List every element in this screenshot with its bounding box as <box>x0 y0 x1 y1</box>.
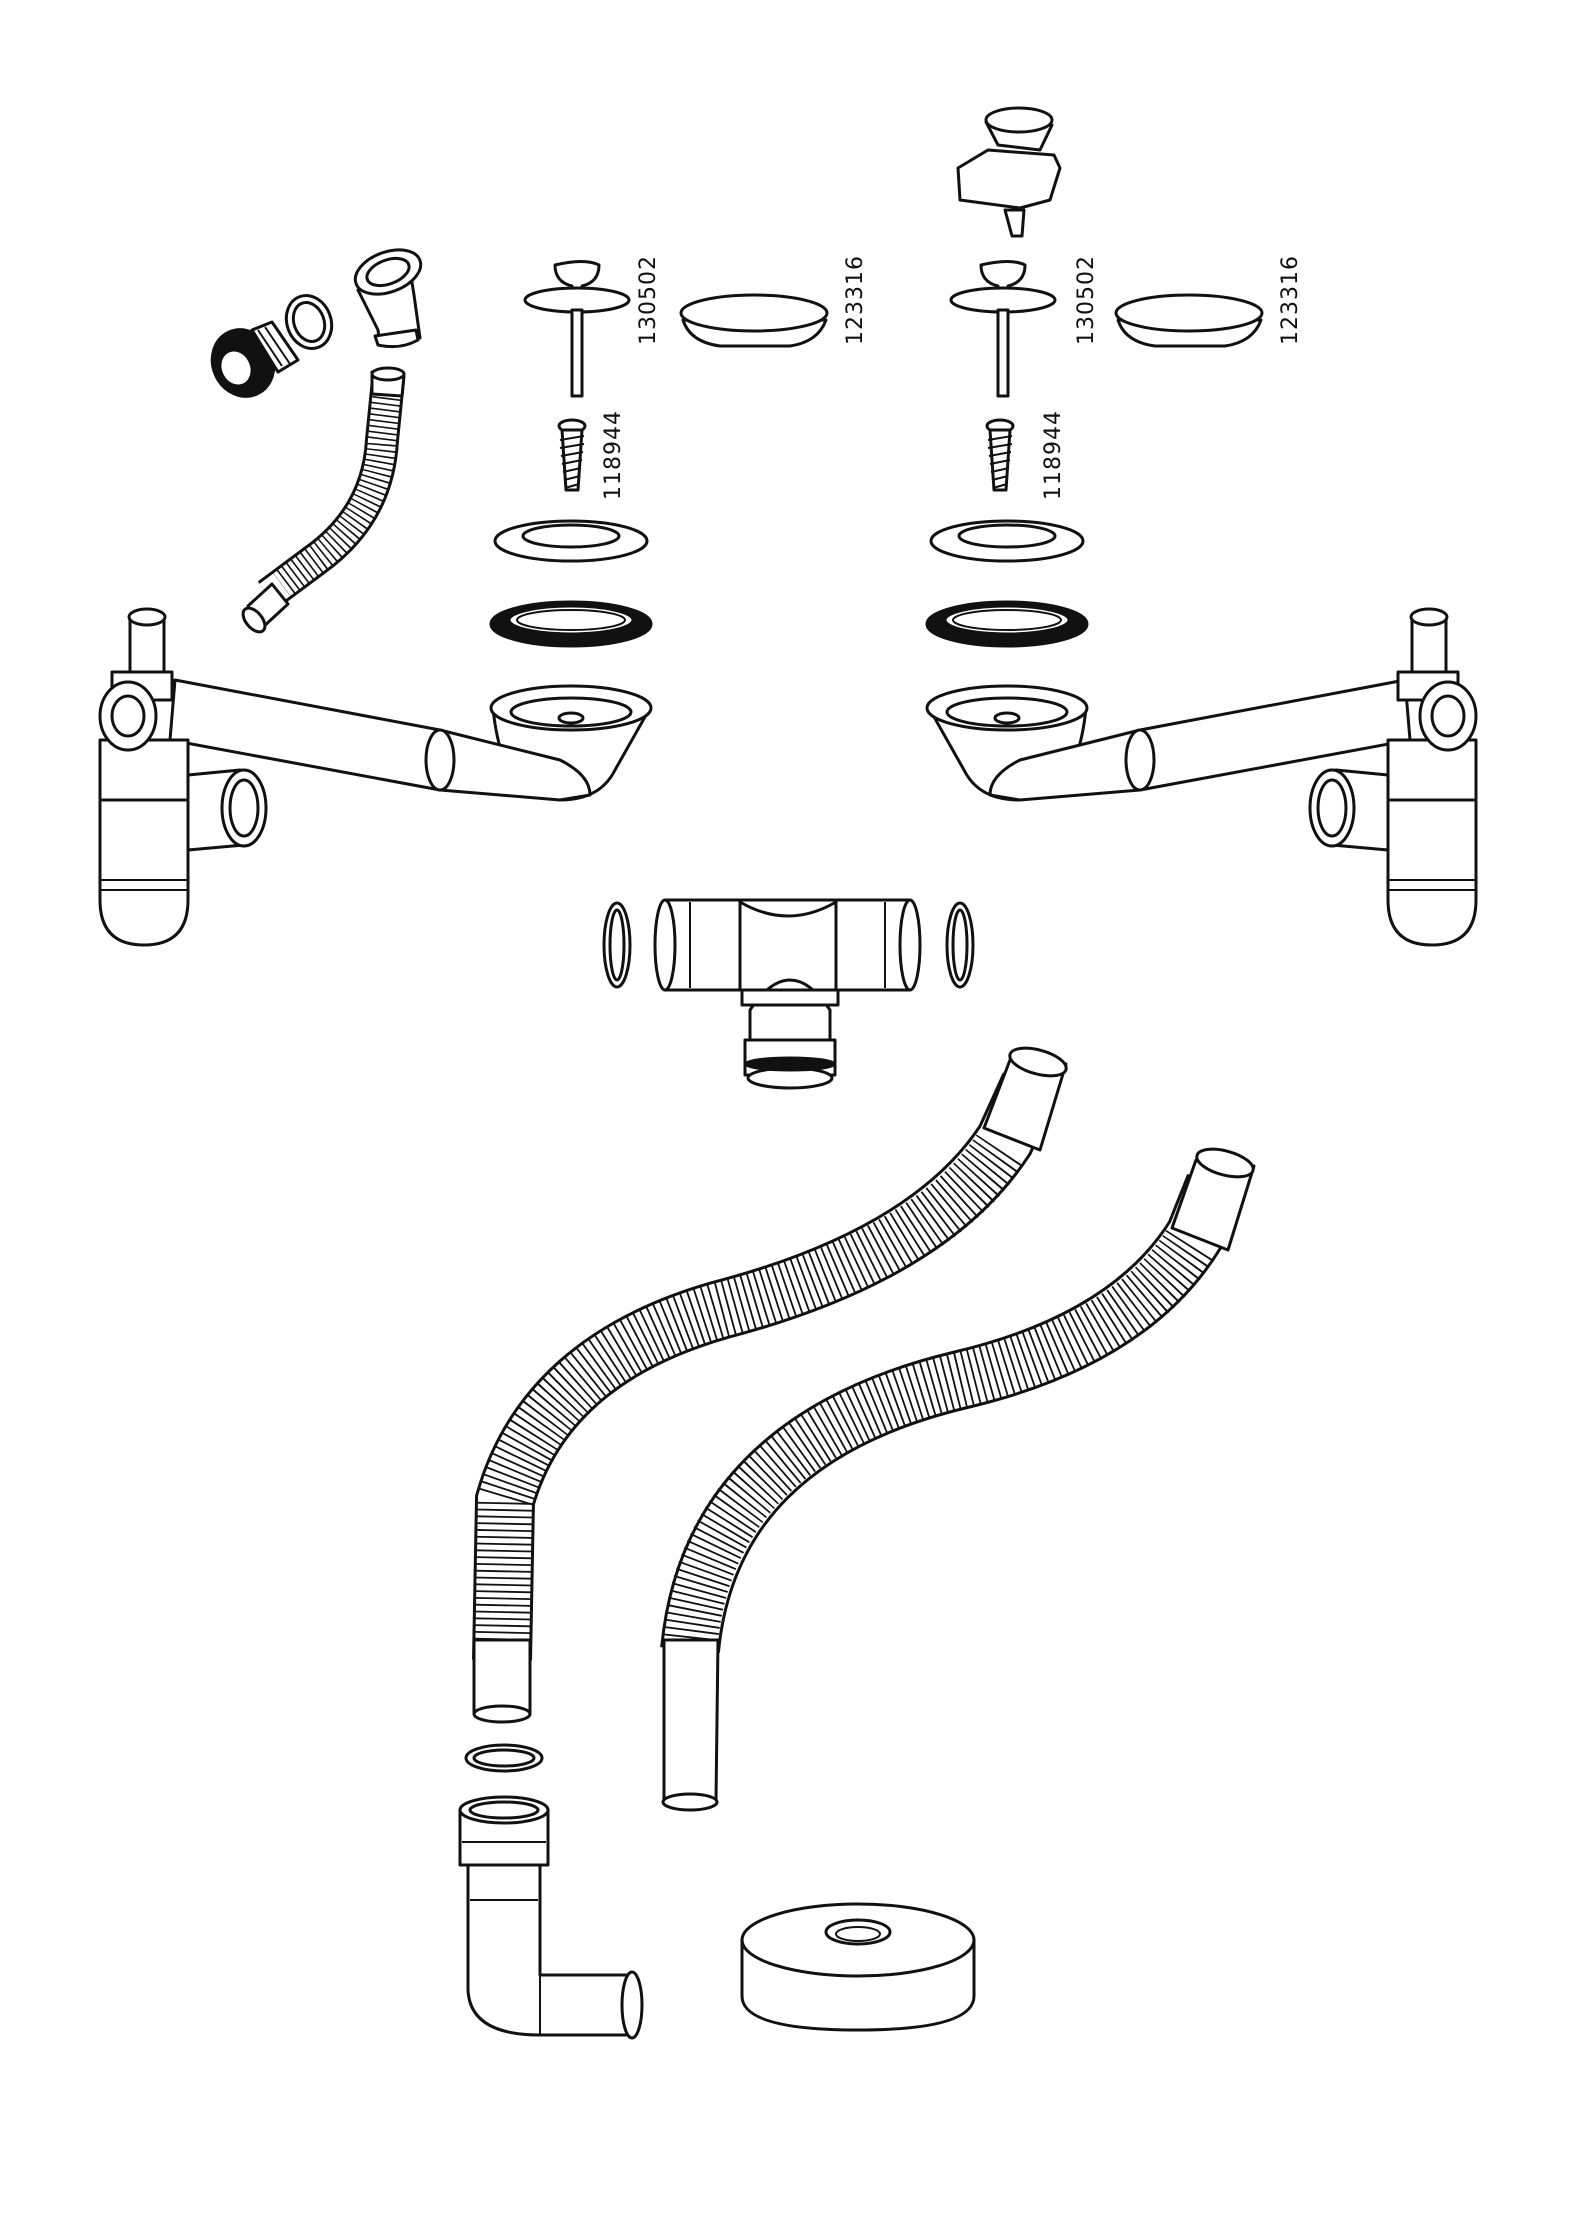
left-small-flex-hose <box>239 368 404 636</box>
left-cap <box>681 295 827 346</box>
left-elbow-fitting <box>349 242 427 347</box>
right-gasket <box>927 602 1087 646</box>
left-plug-stem <box>525 262 629 397</box>
left-cap-part-number: 123316 <box>843 255 868 345</box>
left-flange <box>495 521 647 561</box>
left-plug-stem-part-number: 130502 <box>636 255 661 345</box>
right-screw <box>987 420 1013 490</box>
left-gasket <box>491 602 651 646</box>
left-trap-body <box>100 609 266 945</box>
tee-connector <box>655 900 920 1088</box>
right-tee-o-ring <box>947 903 973 987</box>
bottom-elbow <box>460 1797 642 2038</box>
right-long-flex-hose <box>663 1144 1256 1810</box>
bottom-o-ring <box>466 1745 542 1771</box>
right-flange <box>931 521 1083 561</box>
right-pop-up-key <box>958 108 1060 236</box>
right-cap <box>1116 295 1262 346</box>
left-tee-o-ring <box>604 903 630 987</box>
left-screw <box>559 420 585 490</box>
left-threaded-nut <box>201 320 298 407</box>
right-plug-stem <box>951 262 1055 397</box>
right-trap-body <box>1310 609 1476 945</box>
right-cap-part-number: 123316 <box>1278 255 1303 345</box>
left-screw-part-number: 118944 <box>601 410 626 500</box>
right-screw-part-number: 118944 <box>1041 410 1066 500</box>
floor-rosette <box>742 1904 974 2030</box>
right-plug-stem-part-number: 130502 <box>1074 255 1099 345</box>
